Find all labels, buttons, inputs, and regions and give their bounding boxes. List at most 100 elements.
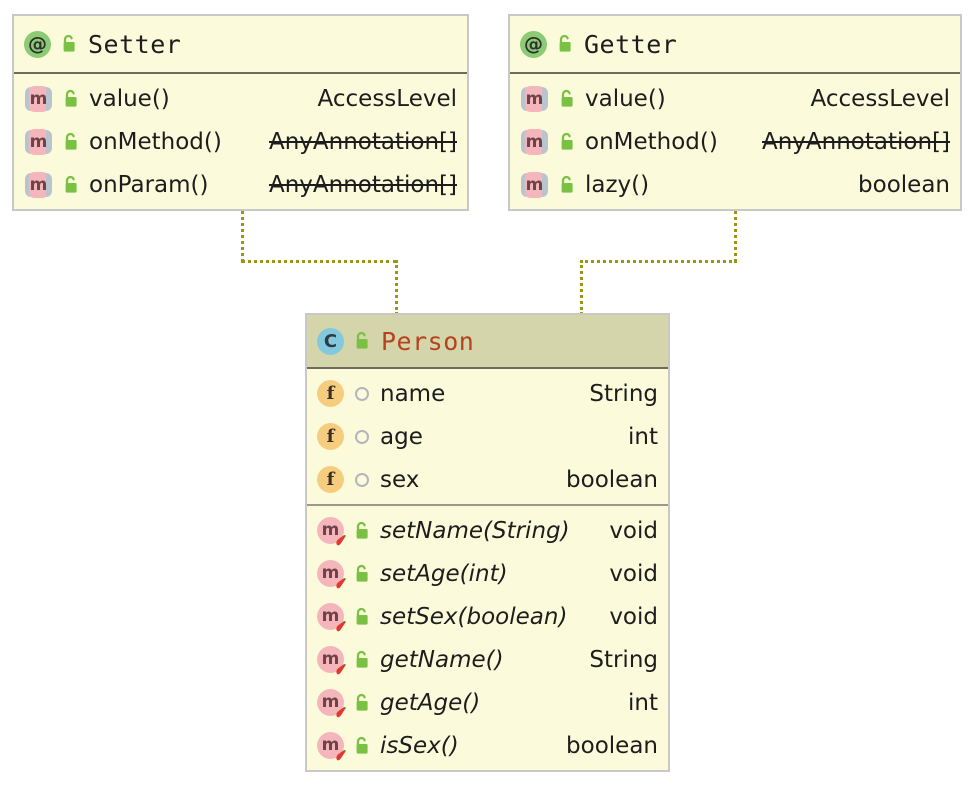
public-open-lock-icon bbox=[352, 649, 371, 671]
member-row[interactable]: f age int bbox=[307, 415, 668, 458]
person-methods-section: m setName(String) void m bbox=[307, 504, 668, 770]
annotation-at-icon: @ bbox=[24, 30, 51, 58]
member-type: AnyAnnotation[] bbox=[762, 128, 950, 155]
member-name: setSex(boolean) bbox=[380, 603, 568, 630]
member-row[interactable]: m value() AccessLevel bbox=[510, 77, 960, 120]
member-type: String bbox=[589, 646, 658, 673]
member-name: value() bbox=[89, 85, 170, 112]
member-row[interactable]: m lazy() boolean bbox=[510, 163, 960, 206]
person-fields-section: f name String f age int f sex boolean bbox=[307, 369, 668, 504]
setter-header: @ Setter bbox=[14, 16, 467, 74]
member-row[interactable]: f sex boolean bbox=[307, 458, 668, 501]
public-open-lock-icon bbox=[59, 33, 78, 55]
uml-node-person[interactable]: C Person f name String f age int bbox=[305, 313, 670, 772]
member-type: AnyAnnotation[] bbox=[269, 171, 457, 198]
member-type: boolean bbox=[566, 732, 658, 759]
member-name: value() bbox=[585, 85, 666, 112]
public-open-lock-icon bbox=[61, 88, 80, 110]
member-row[interactable]: m setSex(boolean) void bbox=[307, 595, 668, 638]
member-name: getName() bbox=[380, 646, 504, 673]
abstract-method-icon: m bbox=[24, 85, 53, 112]
member-type: AnyAnnotation[] bbox=[269, 128, 457, 155]
field-icon: f bbox=[317, 380, 344, 407]
member-name: age bbox=[380, 423, 423, 450]
method-generated-icon: m bbox=[317, 603, 346, 632]
public-open-lock-icon bbox=[61, 131, 80, 153]
edge-getter-person-segment-vertical-bottom bbox=[580, 260, 583, 315]
setter-methods-section: m value() AccessLevel m bbox=[14, 74, 467, 209]
member-name: sex bbox=[380, 466, 420, 493]
abstract-method-icon: m bbox=[520, 171, 549, 198]
field-icon: f bbox=[317, 466, 344, 493]
member-row[interactable]: m value() AccessLevel bbox=[14, 77, 467, 120]
person-title: Person bbox=[381, 326, 475, 356]
member-row[interactable]: m onParam() AnyAnnotation[] bbox=[14, 163, 467, 206]
person-header: C Person bbox=[307, 315, 668, 369]
edge-setter-person-segment-vertical-top bbox=[241, 211, 244, 262]
member-row[interactable]: m setAge(int) void bbox=[307, 552, 668, 595]
getter-header: @ Getter bbox=[510, 16, 960, 74]
public-open-lock-icon bbox=[557, 131, 576, 153]
abstract-method-icon: m bbox=[24, 128, 53, 155]
uml-node-getter[interactable]: @ Getter m value() bbox=[508, 14, 962, 211]
member-type: void bbox=[609, 560, 658, 587]
setter-title: Setter bbox=[88, 29, 182, 59]
edge-getter-person-segment-vertical-top bbox=[734, 211, 737, 262]
private-dot-icon bbox=[352, 426, 371, 448]
member-type: boolean bbox=[858, 171, 950, 198]
public-open-lock-icon bbox=[352, 692, 371, 714]
member-name: isSex() bbox=[380, 732, 459, 759]
public-open-lock-icon bbox=[352, 330, 371, 352]
annotation-at-icon: @ bbox=[520, 30, 547, 58]
member-name: name bbox=[380, 380, 446, 407]
method-generated-icon: m bbox=[317, 560, 346, 589]
abstract-method-icon: m bbox=[24, 171, 53, 198]
field-icon: f bbox=[317, 423, 344, 450]
member-type: int bbox=[628, 689, 658, 716]
getter-title: Getter bbox=[584, 29, 678, 59]
member-name: setAge(int) bbox=[380, 560, 508, 587]
public-open-lock-icon bbox=[352, 563, 371, 585]
method-generated-icon: m bbox=[317, 689, 346, 718]
public-open-lock-icon bbox=[352, 520, 371, 542]
member-name: onParam() bbox=[89, 171, 209, 198]
public-open-lock-icon bbox=[352, 735, 371, 757]
member-name: lazy() bbox=[585, 171, 650, 198]
member-type: boolean bbox=[566, 466, 658, 493]
member-row[interactable]: f name String bbox=[307, 372, 668, 415]
public-open-lock-icon bbox=[557, 174, 576, 196]
member-name: onMethod() bbox=[89, 128, 222, 155]
edge-setter-person-segment-horizontal bbox=[241, 260, 397, 263]
public-open-lock-icon bbox=[557, 88, 576, 110]
member-name: getAge() bbox=[380, 689, 481, 716]
member-name: setName(String) bbox=[380, 517, 570, 544]
uml-node-setter[interactable]: @ Setter m value() bbox=[12, 14, 469, 211]
public-open-lock-icon bbox=[352, 606, 371, 628]
method-generated-icon: m bbox=[317, 517, 346, 546]
member-row[interactable]: m getName() String bbox=[307, 638, 668, 681]
member-type: void bbox=[609, 517, 658, 544]
member-type: void bbox=[609, 603, 658, 630]
abstract-method-icon: m bbox=[520, 85, 549, 112]
public-open-lock-icon bbox=[61, 174, 80, 196]
abstract-method-icon: m bbox=[520, 128, 549, 155]
method-generated-icon: m bbox=[317, 732, 346, 761]
member-row[interactable]: m setName(String) void bbox=[307, 509, 668, 552]
private-dot-icon bbox=[352, 469, 371, 491]
member-name: onMethod() bbox=[585, 128, 718, 155]
edge-setter-person-segment-vertical-bottom bbox=[395, 260, 398, 315]
class-c-icon: C bbox=[317, 327, 344, 355]
member-type: AccessLevel bbox=[317, 85, 457, 112]
member-row[interactable]: m getAge() int bbox=[307, 681, 668, 724]
member-row[interactable]: m isSex() boolean bbox=[307, 724, 668, 767]
method-generated-icon: m bbox=[317, 646, 346, 675]
private-dot-icon bbox=[352, 383, 371, 405]
member-type: AccessLevel bbox=[810, 85, 950, 112]
getter-methods-section: m value() AccessLevel m bbox=[510, 74, 960, 209]
public-open-lock-icon bbox=[555, 33, 574, 55]
member-row[interactable]: m onMethod() AnyAnnotation[] bbox=[510, 120, 960, 163]
edge-getter-person-segment-horizontal bbox=[580, 260, 737, 263]
member-type: int bbox=[628, 423, 658, 450]
member-row[interactable]: m onMethod() AnyAnnotation[] bbox=[14, 120, 467, 163]
